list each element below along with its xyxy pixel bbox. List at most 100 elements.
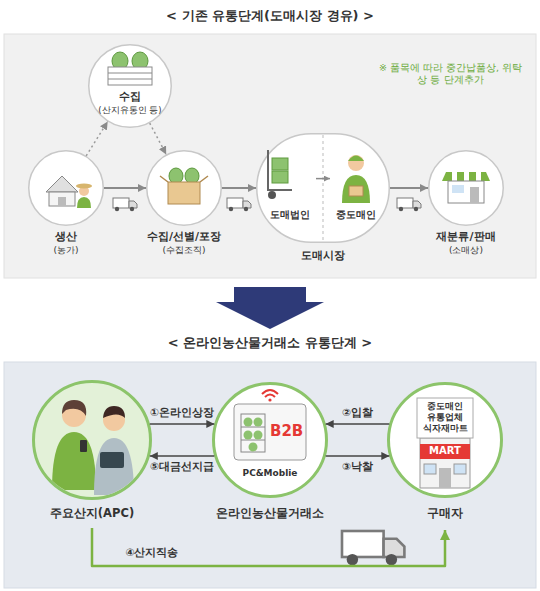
- panel-background: [4, 34, 536, 278]
- store-door: [470, 187, 479, 203]
- produce-sack: [132, 52, 148, 70]
- produce-sack: [185, 168, 199, 184]
- cabbage-symbol: [244, 431, 253, 440]
- node-shape: [214, 384, 327, 497]
- cart-rack: [241, 414, 265, 452]
- wifi-symbol: [265, 395, 275, 398]
- farmer-body: [77, 197, 91, 208]
- cart-shelf: [241, 427, 265, 428]
- flow-arrow: [222, 187, 256, 189]
- node-outline: [428, 150, 504, 226]
- broker-head: [348, 155, 364, 171]
- crate-slat: [108, 79, 152, 80]
- node-outline: [146, 150, 222, 226]
- awning-stripe: [476, 172, 481, 181]
- node-shape: [429, 151, 504, 226]
- cart-shelf: [241, 440, 265, 441]
- flow-arrow: [150, 455, 215, 457]
- flow-arrow: [150, 423, 215, 425]
- actor-circle: 중도매인 유통업체 식자재마트MART구매자: [387, 382, 503, 498]
- edge-label: ⑤대금선지급: [150, 460, 214, 474]
- person-head: [103, 409, 125, 431]
- truck-symbol: [397, 198, 421, 211]
- node-outline: [28, 150, 104, 226]
- node-outline: [32, 380, 152, 500]
- store-body: [448, 181, 484, 203]
- node-text: 도매시장: [246, 249, 400, 263]
- market-capsule: 도매시장도매법인중도매인: [256, 133, 390, 243]
- node-outline: [387, 382, 503, 498]
- person-hair: [103, 406, 125, 418]
- process-circle: 수집(산지유통인 등): [88, 44, 172, 128]
- actor-circle: 주요산지(APC): [32, 380, 152, 500]
- market-section: 도매법인: [264, 145, 316, 229]
- node-outline: [256, 133, 390, 243]
- produce-sack: [112, 52, 128, 70]
- broker-cap: [348, 156, 364, 162]
- section-heading: < 온라인농산물거래소 유통단계 >: [0, 335, 540, 351]
- node-shape: [34, 382, 151, 499]
- store-body: [420, 438, 470, 488]
- node-text: (수집조직): [124, 245, 244, 256]
- cabbage-symbol: [254, 418, 263, 427]
- farmer-head: [79, 186, 89, 196]
- node-shape: [89, 45, 172, 128]
- node-text: 도매법인: [260, 209, 320, 221]
- flow-arrow: [390, 187, 428, 189]
- edge-label: ①온라인상장: [150, 406, 214, 420]
- cabbage-symbol: [254, 431, 263, 440]
- wifi-symbol: [268, 398, 271, 401]
- packing-box: [168, 182, 200, 204]
- process-circle: 생산(농가): [28, 150, 104, 226]
- truck-symbol: [342, 531, 404, 565]
- dolly-box: [272, 158, 288, 170]
- node-shape: [257, 134, 390, 243]
- store-window: [454, 464, 466, 474]
- node-text: 구매자: [365, 506, 525, 520]
- node-text: 온라인농산물거래소: [180, 506, 360, 520]
- flow-arrow: [104, 187, 146, 189]
- awning-stripe: [464, 172, 469, 181]
- producer-figures: [52, 400, 134, 495]
- crate: [108, 67, 152, 85]
- market-divider: [323, 135, 324, 241]
- node-outline: [88, 44, 172, 128]
- panel-background: [4, 362, 536, 588]
- node-text: (산지유통인 등): [88, 105, 172, 116]
- barn-body: [49, 192, 75, 206]
- barn-door: [58, 197, 66, 206]
- node-text: 주요산지(APC): [12, 506, 172, 520]
- node-text: 중도매인 유통업체 식자재마트: [421, 401, 469, 434]
- person-body: [52, 432, 96, 490]
- crate-slat: [108, 73, 152, 74]
- farmer-hat: [76, 184, 92, 189]
- edge-label: ②입찰: [342, 406, 373, 420]
- node-shape: [147, 151, 222, 226]
- node-text: 생산: [6, 230, 126, 244]
- node-text: (농가): [6, 245, 126, 256]
- dolly-box: [272, 171, 288, 183]
- node-text: 수집: [88, 90, 172, 104]
- edge-label: ③낙찰: [342, 460, 373, 474]
- produce-sack: [169, 168, 183, 184]
- flow-arrow: [86, 122, 108, 156]
- cabbage-symbol: [249, 443, 258, 452]
- dolly-wheel: [268, 191, 276, 199]
- store-window: [452, 185, 464, 193]
- process-circle: 재분류/판매(소매상): [428, 150, 504, 226]
- broker-body: [342, 175, 370, 203]
- node-shape: [389, 384, 502, 497]
- store-window: [424, 464, 436, 474]
- edge-label: ④산지직송: [126, 546, 179, 560]
- footnote: ※ 품목에 따라 중간납품상, 위탁상 등 단계추가: [378, 62, 523, 86]
- person-hair: [62, 400, 86, 416]
- dolly-frame: [268, 150, 292, 190]
- node-text: MART: [420, 445, 470, 458]
- flow-arrow: [326, 423, 390, 425]
- node-text: 수집/선별/포장: [124, 230, 244, 244]
